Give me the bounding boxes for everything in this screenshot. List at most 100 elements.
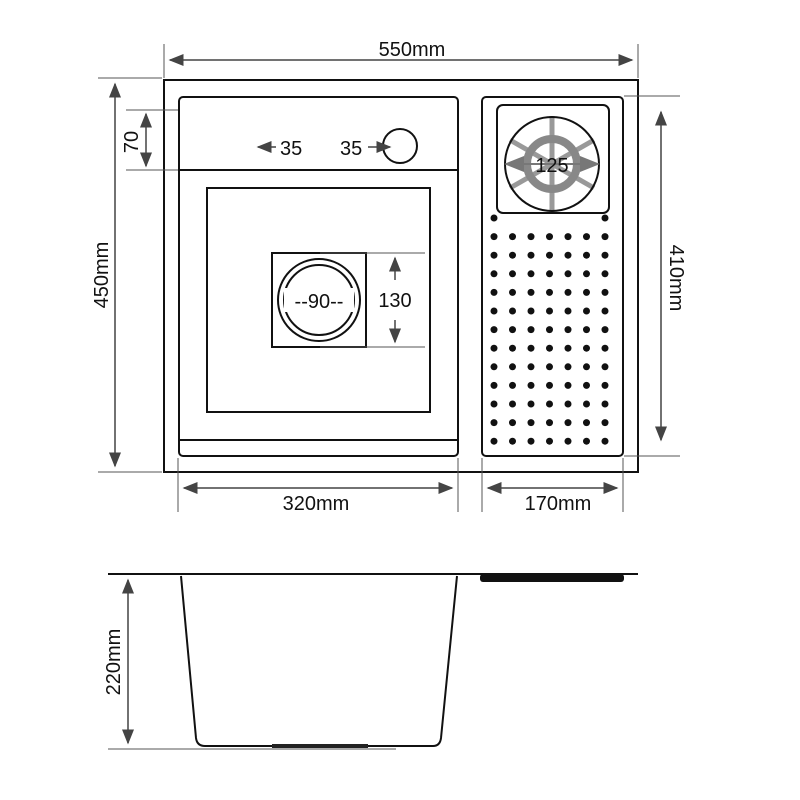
drainer-hole [490,326,498,334]
drainer-hole [546,251,553,259]
drainer-hole [509,363,516,371]
drainer-hole [490,437,498,445]
drainer-hole [527,363,535,371]
drainer-hole [564,288,572,296]
drainer-hole [527,344,535,352]
drainer-hole [509,326,516,334]
drainer-hole [546,381,553,389]
drainer-hole [583,307,590,315]
drainer-hole [601,326,609,334]
drainer-tray [481,96,624,457]
drainer-hole [509,288,516,296]
drainer-hole [527,251,535,259]
rinser-diameter-label: 125 [535,155,568,177]
bowl-width-label: 320mm [283,493,350,515]
drain-box-label: 130 [378,290,411,312]
drainer-hole [546,307,553,315]
drainer-hole [509,400,516,408]
drainer-hole [601,233,609,241]
drainer-hole [583,344,590,352]
drainer-profile [480,574,624,582]
drainer-hole [583,381,590,389]
drainer-hole [601,251,609,259]
drainer-hole [601,400,609,408]
drain-box [271,252,367,348]
tap-offset-right-label: 35 [340,138,362,160]
drainer-hole [490,344,498,352]
drainer-hole [490,307,498,315]
drainer-hole [546,419,553,427]
drainer-hole [583,363,590,371]
drainer-hole [583,288,590,296]
drainer-hole [564,251,572,259]
drainer-hole [490,288,498,296]
drainer-hole [527,326,535,334]
drainer-hole [583,233,590,241]
drainer-hole [564,326,572,334]
drain-outer [277,258,361,342]
drainer-hole [509,344,516,352]
drainer-hole [601,288,609,296]
overall-depth-label: 450mm [91,242,113,309]
drainer-hole [583,437,590,445]
drainer-hole [546,363,553,371]
drainer-hole [490,381,498,389]
drainer-hole [546,270,553,278]
bowl-profile [180,575,458,747]
drainer-hole [527,288,535,296]
drainer-hole [527,437,535,445]
sink-side-view: 220mm [103,573,638,750]
drainer-hole [583,251,590,259]
drainer-hole [601,214,609,222]
drainer-hole [490,233,498,241]
rinser: 125 [504,116,600,212]
drain-profile [272,744,368,748]
drainer-hole [601,419,609,427]
drainer-hole [546,400,553,408]
drainer-hole [564,363,572,371]
drainer-hole [564,233,572,241]
drainer-hole [564,381,572,389]
rinser-box [496,104,610,214]
drainer-hole [546,326,553,334]
drainer-hole [546,437,553,445]
drainer-hole [527,381,535,389]
drainer-length-label: 410mm [665,245,687,312]
basin-floor [206,187,431,413]
drainer-hole [509,419,516,427]
tap-offset-left-label: 35 [280,138,302,160]
drainer-hole [509,307,516,315]
bowl-depth-label: 220mm [103,629,125,696]
drainer-hole [509,270,516,278]
drainer-hole [527,419,535,427]
drainer-hole [564,400,572,408]
drainer-hole [564,270,572,278]
drainer-hole [527,233,535,241]
drainer-hole [583,400,590,408]
drainer-hole [509,381,516,389]
drainer-hole [546,288,553,296]
drainer-hole [509,251,516,259]
drainer-hole [601,363,609,371]
drainer-hole [546,233,553,241]
drainer-hole [527,270,535,278]
drainer-hole [490,363,498,371]
drainer-hole [564,437,572,445]
drainer-hole [490,251,498,259]
drain-diameter-label: --90-- [295,291,344,313]
drainer-holes [490,214,609,445]
overall-width-label: 550mm [379,39,446,61]
drainer-hole [583,419,590,427]
drainer-hole [601,437,609,445]
drainer-hole [601,381,609,389]
bowl-outline [178,96,459,457]
drainer-width-label: 170mm [525,493,592,515]
sink-top-view: 125 [163,79,639,473]
drainer-hole [583,326,590,334]
drainer-hole [546,344,553,352]
drainer-hole [601,270,609,278]
drainer-hole [509,437,516,445]
sink-outline [163,79,639,473]
drainer-hole [490,419,498,427]
